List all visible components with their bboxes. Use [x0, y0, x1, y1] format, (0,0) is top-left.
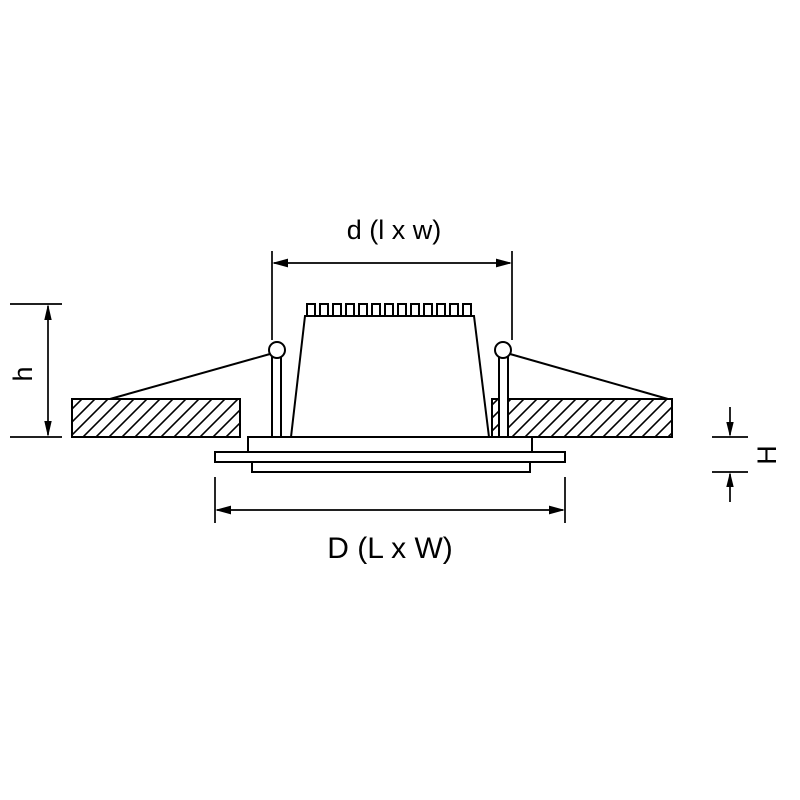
spring-clip-pivot-left [268, 341, 286, 359]
dimension-overall: D (L x W) [214, 477, 566, 565]
dimension-label-overall: D (L x W) [327, 532, 453, 565]
arrowhead-down-icon [44, 421, 52, 437]
spring-arm-right [509, 353, 669, 400]
spring-arm-left [109, 353, 271, 400]
dimension-flange-height: H [712, 407, 782, 502]
dimension-label-recess-depth: h [8, 366, 38, 381]
spring-clip-post-right [498, 352, 509, 438]
dimension-label-flange-height: H [752, 445, 782, 465]
dimension-cutout: d (l x w) [271, 215, 513, 340]
dimension-recess-depth: h [8, 303, 62, 438]
spring-clip-pivot-right [494, 341, 512, 359]
spring-clip-post-left [271, 352, 282, 438]
arrowhead-right-icon [549, 505, 565, 515]
dimension-label-cutout: d (l x w) [347, 215, 442, 245]
arrowhead-right-icon [496, 258, 512, 268]
arrowhead-left-icon [272, 258, 288, 268]
arrowhead-up-icon [44, 304, 52, 320]
trim-flange-middle [214, 451, 566, 463]
trim-flange-upper [247, 436, 533, 453]
ceiling-panel-left [71, 398, 241, 438]
luminaire-fixture [71, 303, 673, 473]
ceiling-panel-right [491, 398, 673, 438]
arrowhead-down-icon [726, 422, 734, 437]
arrowhead-up-icon [726, 472, 734, 487]
fixture-body [289, 315, 491, 438]
arrowhead-left-icon [215, 505, 231, 515]
trim-flange-lower [251, 461, 531, 473]
heatsink-fins [306, 303, 472, 317]
